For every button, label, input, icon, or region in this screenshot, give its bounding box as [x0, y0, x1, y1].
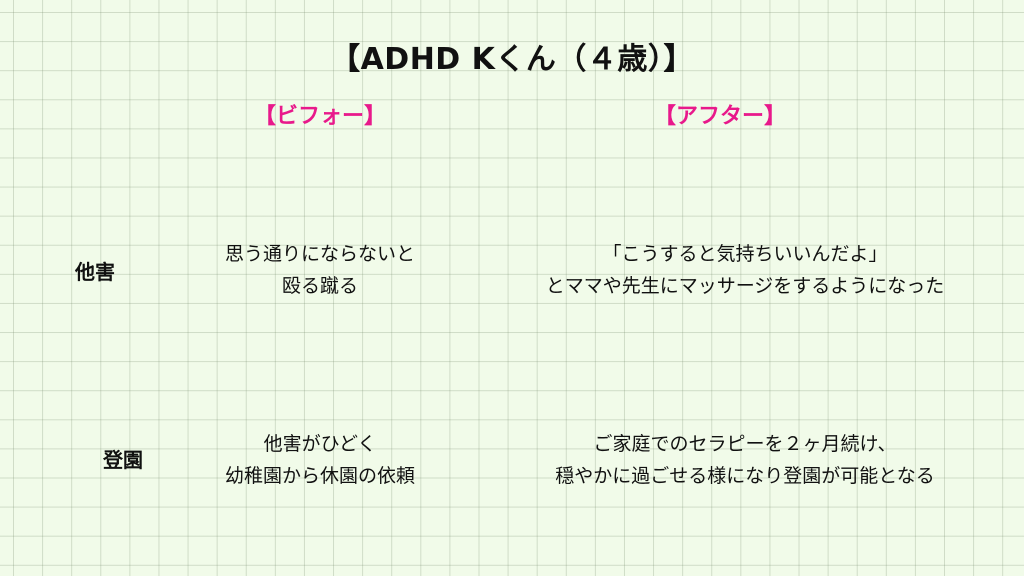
- before-harm-line-1: 思う通りにならないと: [224, 243, 415, 265]
- after-harm-line-2: とママや先生にマッサージをするようになった: [545, 275, 945, 297]
- row-label-harm: 他害: [75, 260, 115, 284]
- before-harm-cell: 思う通りにならないと 殴る蹴る: [160, 238, 480, 302]
- after-school-line-2: 穏やかに過ごせる様になり登園が可能となる: [555, 465, 935, 487]
- row-label-school: 登園: [103, 448, 143, 472]
- after-harm-line-1: 「こうすると気持ちいいんだよ」: [602, 243, 888, 265]
- after-school-cell: ご家庭でのセラピーを２ヶ月続け、 穏やかに過ごせる様になり登園が可能となる: [470, 428, 1020, 492]
- page-title: 【ADHD Kくん（４歳）】: [330, 42, 694, 77]
- before-harm-line-2: 殴る蹴る: [281, 275, 358, 297]
- after-harm-cell: 「こうすると気持ちいいんだよ」 とママや先生にマッサージをするようになった: [470, 238, 1020, 302]
- before-school-line-2: 幼稚園から休園の依頼: [224, 465, 415, 487]
- before-school-cell: 他害がひどく 幼稚園から休園の依頼: [160, 428, 480, 492]
- after-school-line-1: ご家庭でのセラピーを２ヶ月続け、: [593, 433, 897, 455]
- before-column-header: 【ビフォー】: [253, 104, 386, 129]
- after-column-header: 【アフター】: [653, 104, 786, 129]
- before-school-line-1: 他害がひどく: [263, 433, 377, 455]
